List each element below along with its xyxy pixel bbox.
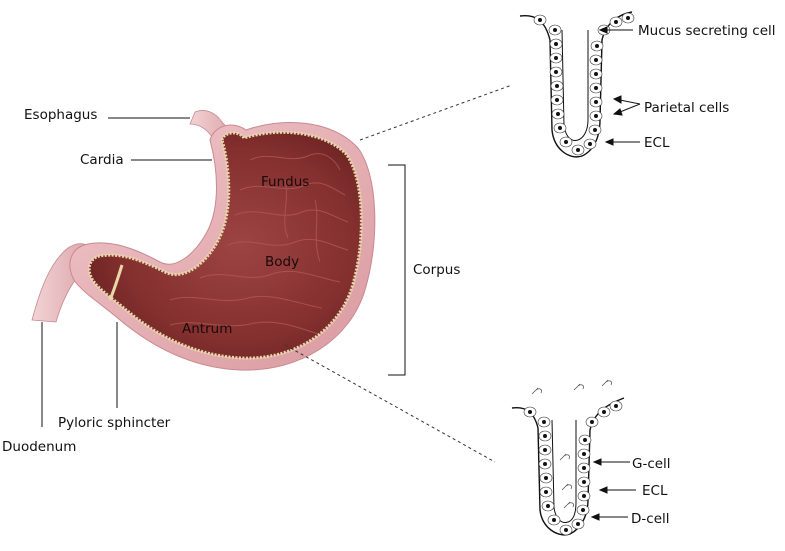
- antrum-label: Antrum: [182, 321, 232, 337]
- cardia-label: Cardia: [80, 152, 124, 168]
- upper-gland-arrows: [600, 27, 640, 145]
- corpus-bracket: [388, 165, 405, 375]
- corpus-label: Corpus: [413, 262, 460, 278]
- fundus-label: Fundus: [261, 174, 309, 190]
- upper-connector: [360, 85, 512, 140]
- body-label: Body: [265, 254, 299, 270]
- upper-gland-inner: [562, 30, 588, 140]
- duodenum-label: Duodenum: [2, 439, 76, 455]
- g-cell-label: G-cell: [632, 456, 671, 472]
- parietal-cells-label: Parietal cells: [644, 100, 729, 116]
- upper-gastric-gland: [520, 12, 634, 157]
- lower-ecl-label: ECL: [642, 483, 668, 499]
- upper-ecl-label: ECL: [644, 135, 670, 151]
- lower-gland-arrows: [592, 459, 636, 520]
- esophagus-label: Esophagus: [24, 107, 97, 123]
- upper-gland-outer: [520, 12, 632, 157]
- lower-gland-outer: [512, 398, 624, 535]
- lower-gland-inner: [552, 420, 576, 522]
- pyloric-sphincter-label: Pyloric sphincter: [58, 415, 171, 431]
- d-cell-label: D-cell: [631, 511, 670, 527]
- lower-gastric-gland: [512, 380, 624, 535]
- lower-connector: [285, 345, 495, 462]
- mucus-secreting-cell-label: Mucus secreting cell: [638, 23, 776, 39]
